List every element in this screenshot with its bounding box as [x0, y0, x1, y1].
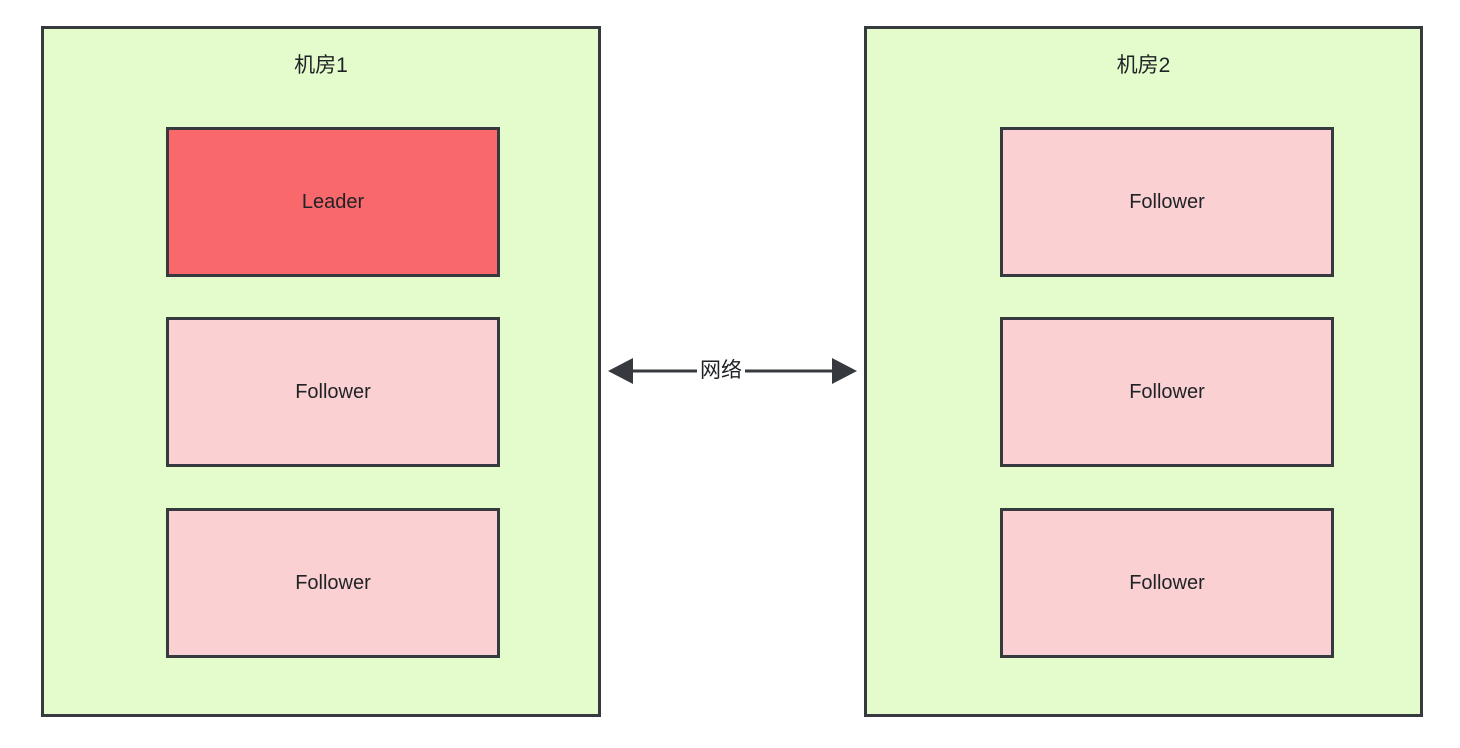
node-label: Follower	[1129, 191, 1205, 213]
node-label: Follower	[1129, 572, 1205, 594]
node-follower-zone2-c[interactable]: Follower	[1000, 508, 1334, 658]
node-follower-zone2-a[interactable]: Follower	[1000, 127, 1334, 277]
node-label: Follower	[295, 381, 371, 403]
zone-machine-room-1[interactable]: 机房1 Leader Follower Follower	[41, 26, 601, 717]
node-follower-zone1-b[interactable]: Follower	[166, 508, 500, 658]
node-leader-zone1[interactable]: Leader	[166, 127, 500, 277]
zone-title-2: 机房2	[1116, 54, 1171, 77]
zone-machine-room-2[interactable]: 机房2 Follower Follower Follower	[864, 26, 1423, 717]
zone-title-1: 机房1	[294, 54, 348, 77]
node-label: Leader	[301, 191, 365, 213]
node-follower-zone2-b[interactable]: Follower	[1000, 317, 1334, 467]
node-label: Follower	[1129, 381, 1205, 403]
node-follower-zone1-a[interactable]: Follower	[166, 317, 500, 467]
node-label: Follower	[295, 572, 371, 594]
network-link-label: 网络	[697, 356, 745, 386]
